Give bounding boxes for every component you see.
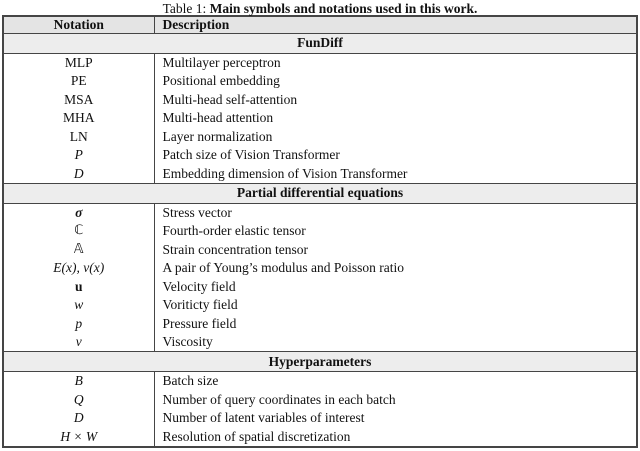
caption-title: Main symbols and notations used in this … xyxy=(209,1,478,16)
description-cell: Velocity field xyxy=(162,278,236,294)
table-row: H × W Resolution of spatial discretizatio… xyxy=(3,427,637,447)
description-cell: Patch size of Vision Transformer xyxy=(162,147,340,163)
description-cell: Embedding dimension of Vision Transforme… xyxy=(162,165,408,181)
table-row: LN Layer normalization xyxy=(3,127,637,146)
table-caption: Table 1: Main symbols and notations used… xyxy=(0,0,640,16)
notation-cell: σ xyxy=(3,203,155,223)
column-header-description: Description xyxy=(154,16,637,34)
description-cell: Stress vector xyxy=(162,204,232,220)
notation-cell: Q xyxy=(3,390,155,409)
description-cell: Batch size xyxy=(162,373,219,389)
description-cell: A pair of Young’s modulus and Poisson ra… xyxy=(162,260,405,276)
notation-cell: MSA xyxy=(3,90,155,110)
section-header: FunDiff xyxy=(3,33,637,54)
description-cell: Strain concentration tensor xyxy=(162,241,308,257)
table-row: MLP Multilayer perceptron xyxy=(3,53,637,73)
table-row: B Batch size xyxy=(3,371,637,391)
notation-cell: B xyxy=(3,371,155,391)
description-cell: Multilayer perceptron xyxy=(162,54,281,70)
description-cell: Pressure field xyxy=(162,315,237,331)
notation-cell: ν xyxy=(3,332,155,352)
caption-prefix: Table 1: xyxy=(162,1,210,16)
section-row-partial-differential-equations: Partial differential equations xyxy=(3,182,637,204)
notation-cell: D xyxy=(3,164,155,184)
description-cell: Voriticty field xyxy=(162,297,238,313)
table-row: PE Positional embedding xyxy=(3,72,637,91)
notation-cell: P xyxy=(3,145,155,165)
notation-cell: p xyxy=(3,314,155,333)
table-row: u Velocity field xyxy=(3,277,637,296)
table-row: p Pressure field xyxy=(3,314,637,333)
table-row: P Patch size of Vision Transformer xyxy=(3,145,637,165)
section-header: Hyperparameters xyxy=(3,351,637,372)
table-row: E(x), ν(x) A pair of Young’s modulus and … xyxy=(3,258,637,278)
table-row: D Number of latent variables of interest xyxy=(3,408,637,428)
table-row: ℂ Fourth-order elastic tensor xyxy=(3,222,637,241)
notation-cell: w xyxy=(3,295,155,315)
section-header: Partial differential equations xyxy=(3,182,637,204)
notation-cell: u xyxy=(3,277,155,296)
description-cell: Number of latent variables of interest xyxy=(162,410,365,426)
description-cell: Number of query coordinates in each batc… xyxy=(162,391,396,407)
description-cell: Resolution of spatial discretization xyxy=(162,428,351,444)
notation-cell: E(x), ν(x) xyxy=(3,258,155,278)
description-cell: Fourth-order elastic tensor xyxy=(162,223,306,239)
description-cell: Layer normalization xyxy=(162,128,273,144)
notation-cell: PE xyxy=(3,72,155,91)
notation-cell: MLP xyxy=(3,53,155,73)
notation-cell: MHA xyxy=(3,109,155,128)
table-row: σ Stress vector xyxy=(3,203,637,223)
notation-cell: ℂ xyxy=(3,222,155,241)
table-row: Q Number of query coordinates in each bat… xyxy=(3,390,637,409)
notation-cell: H × W xyxy=(3,427,155,447)
column-header-notation: Notation xyxy=(3,16,155,34)
section-row-hyperparameters: Hyperparameters xyxy=(3,351,637,372)
table-row: D Embedding dimension of Vision Transform… xyxy=(3,164,637,184)
description-cell: Positional embedding xyxy=(162,73,280,89)
table-row: MHA Multi-head attention xyxy=(3,109,637,128)
table-row: 𝔸 Strain concentration tensor xyxy=(3,240,637,259)
notation-cell: 𝔸 xyxy=(3,240,155,259)
description-cell: Viscosity xyxy=(162,334,213,350)
table-row: ν Viscosity xyxy=(3,332,637,352)
description-cell: Multi-head attention xyxy=(162,110,274,126)
description-cell: Multi-head self-attention xyxy=(162,91,298,107)
notation-cell: LN xyxy=(3,127,155,146)
table-row: w Voriticty field xyxy=(3,295,637,315)
notation-cell: D xyxy=(3,408,155,428)
table-header-row: Notation Description xyxy=(3,16,637,34)
table-row: MSA Multi-head self-attention xyxy=(3,90,637,110)
section-row-fundiff: FunDiff xyxy=(3,33,637,54)
